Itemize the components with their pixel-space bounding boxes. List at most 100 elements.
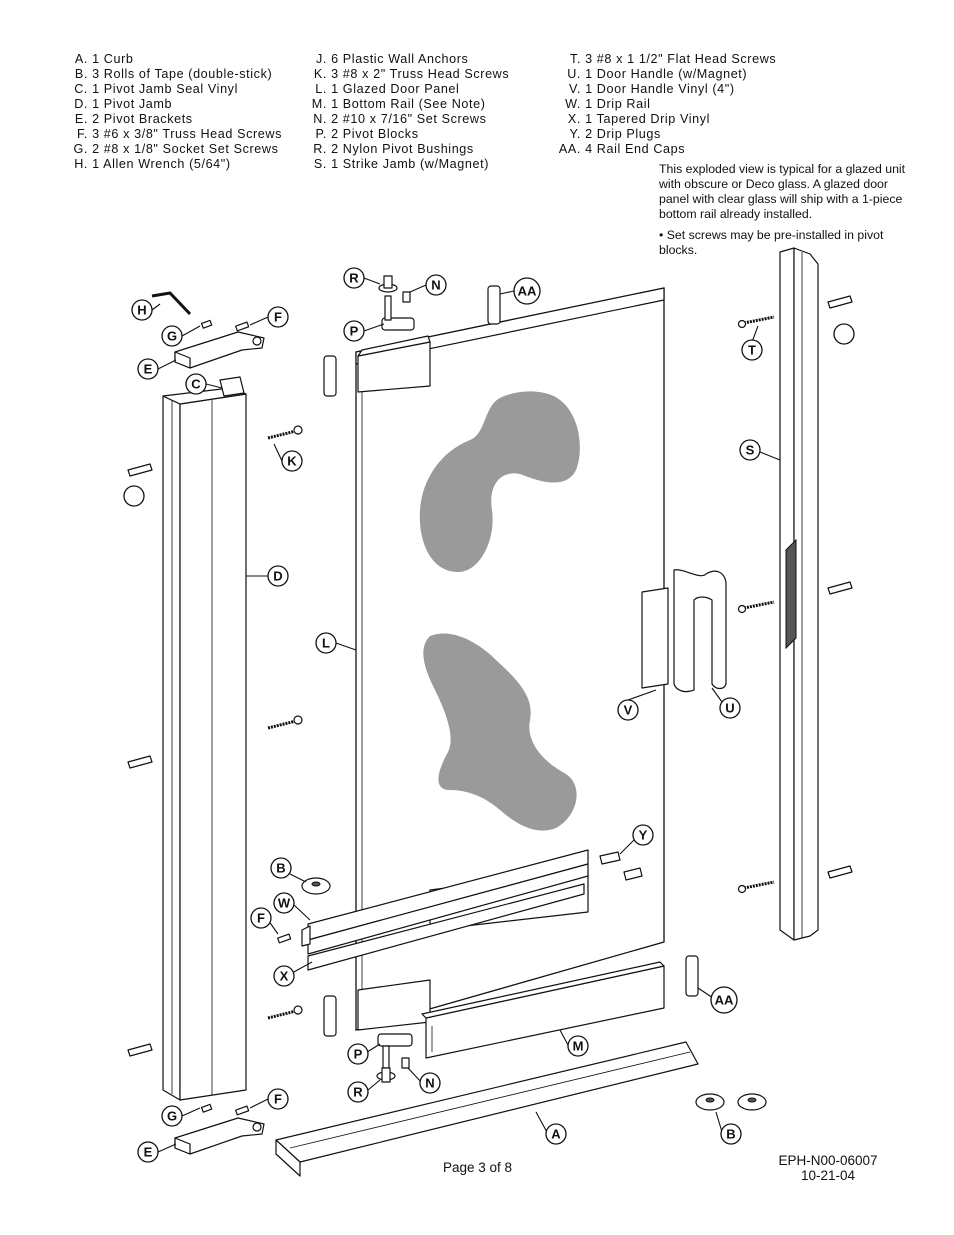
rail-end-caps (323, 285, 699, 1037)
callout-J-top-blank (123, 485, 145, 507)
svg-text:C: C (191, 377, 201, 392)
parts-list-item: AA. 4 Rail End Caps (551, 142, 776, 157)
callout-V: V (617, 699, 639, 721)
page-number: Page 3 of 8 (443, 1160, 513, 1175)
tape-rolls (301, 877, 767, 1111)
parts-list-text: 1 Door Handle (w/Magnet) (585, 67, 748, 81)
callout-G-bottom: G (161, 1105, 183, 1127)
svg-text:M: M (573, 1039, 584, 1054)
callout-B-right: B (720, 1123, 742, 1145)
svg-text:W: W (278, 896, 291, 911)
callout-T: T (741, 339, 763, 361)
parts-list-text: 2 Drip Plugs (585, 127, 661, 141)
callout-F-bottom: F (267, 1088, 289, 1110)
parts-list-item: H. 1 Allen Wrench (5/64") (70, 157, 282, 172)
parts-list-item: K. 3 #8 x 2" Truss Head Screws (309, 67, 509, 82)
svg-text:D: D (273, 569, 282, 584)
callout-W: W (273, 892, 295, 914)
parts-list-text: 1 Pivot Jamb (92, 97, 173, 111)
svg-text:A: A (551, 1127, 561, 1142)
parts-list-text: 1 Tapered Drip Vinyl (585, 112, 711, 126)
svg-text:G: G (167, 329, 177, 344)
parts-list-key: R. (313, 142, 327, 156)
svg-text:F: F (274, 310, 282, 325)
svg-text:Y: Y (639, 828, 648, 843)
svg-text:S: S (746, 443, 755, 458)
parts-list-item: A. 1 Curb (70, 52, 282, 67)
parts-list-key: K. (313, 67, 327, 81)
parts-list-key: G. (73, 142, 88, 156)
parts-list-text: 1 Strike Jamb (w/Magnet) (331, 157, 489, 171)
parts-list-text: 3 #6 x 3/8" Truss Head Screws (92, 127, 282, 141)
parts-list-item: P. 2 Pivot Blocks (309, 127, 509, 142)
obscure-glass-pattern-top (419, 391, 580, 572)
parts-list-key: S. (313, 157, 327, 171)
parts-list-text: 1 Glazed Door Panel (331, 82, 460, 96)
callout-S: S (739, 439, 761, 461)
parts-list-text: 3 Rolls of Tape (double-stick) (92, 67, 273, 81)
svg-text:X: X (280, 969, 289, 984)
svg-text:G: G (167, 1109, 177, 1124)
parts-list-item: E. 2 Pivot Brackets (70, 112, 282, 127)
callout-F-middle: F (250, 907, 272, 929)
parts-list-text: 2 Pivot Brackets (92, 112, 193, 126)
parts-list-text: 3 #8 x 2" Truss Head Screws (331, 67, 510, 81)
leader-lines (151, 277, 781, 1153)
parts-list-key: E. (74, 112, 88, 126)
parts-list-key: P. (315, 127, 327, 141)
parts-list-key: W. (565, 97, 581, 111)
callout-F-top: F (267, 306, 289, 328)
parts-list-text: 2 #10 x 7/16" Set Screws (331, 112, 487, 126)
callout-U: U (719, 697, 741, 719)
drip-rail (301, 849, 589, 955)
parts-list-item: J. 6 Plastic Wall Anchors (309, 52, 509, 67)
parts-list-text: 4 Rail End Caps (585, 142, 686, 156)
callout-P-bottom: P (347, 1043, 369, 1065)
parts-list-text: 3 #8 x 1 1/2" Flat Head Screws (585, 52, 777, 66)
parts-list-item: U. 1 Door Handle (w/Magnet) (551, 67, 776, 82)
svg-text:P: P (354, 1047, 363, 1062)
svg-text:AA: AA (715, 993, 734, 1008)
callout-R-top: R (343, 267, 365, 289)
callout-K: K (281, 450, 303, 472)
svg-text:H: H (137, 303, 146, 318)
callout-B-left: B (270, 857, 292, 879)
parts-list-key: F. (77, 127, 88, 141)
parts-list-item: N. 2 #10 x 7/16" Set Screws (309, 112, 509, 127)
svg-text:P: P (350, 324, 359, 339)
bottom-rail (421, 961, 665, 1059)
svg-text:R: R (353, 1085, 363, 1100)
parts-list-key: AA. (558, 142, 581, 156)
parts-list-key: H. (74, 157, 88, 171)
svg-text:AA: AA (518, 284, 537, 299)
document-date: 10-21-04 (800, 1168, 856, 1183)
callout-D: D (267, 565, 289, 587)
parts-list-key: J. (316, 52, 327, 66)
svg-text:E: E (144, 362, 153, 377)
callout-Y: Y (632, 824, 654, 846)
bracket-screws (200, 319, 292, 1116)
drip-plugs (599, 851, 643, 881)
svg-text:L: L (322, 636, 330, 651)
parts-list-text: 2 Pivot Blocks (331, 127, 419, 141)
callout-N-top: N (425, 274, 447, 296)
callout-E-top: E (137, 358, 159, 380)
flat-head-screws (737, 315, 775, 894)
parts-list-item: M. 1 Bottom Rail (See Note) (309, 97, 509, 112)
parts-list-text: 2 Nylon Pivot Bushings (331, 142, 474, 156)
parts-list-item: G. 2 #8 x 1/8" Socket Set Screws (70, 142, 282, 157)
parts-list-key: A. (74, 52, 88, 66)
parts-list-item: D. 1 Pivot Jamb (70, 97, 282, 112)
parts-list-key: L. (315, 82, 327, 96)
svg-text:V: V (624, 703, 633, 718)
parts-list-text: 1 Pivot Jamb Seal Vinyl (92, 82, 238, 96)
pivot-hardware-bottom (376, 1033, 413, 1083)
parts-list-key: D. (74, 97, 88, 111)
parts-list-key: T. (570, 52, 581, 66)
parts-list-key: U. (567, 67, 581, 81)
parts-list-text: 1 Allen Wrench (5/64") (92, 157, 231, 171)
